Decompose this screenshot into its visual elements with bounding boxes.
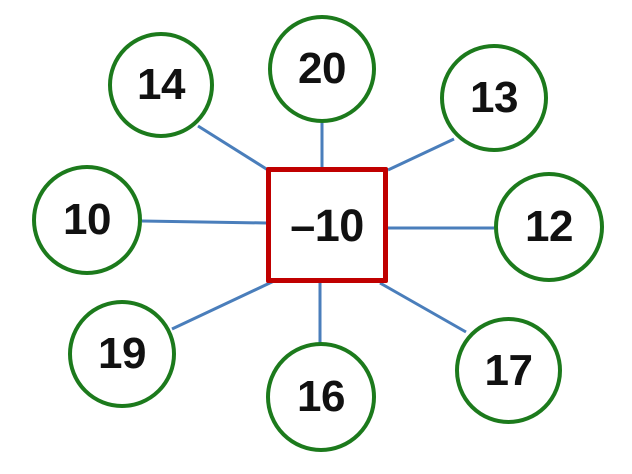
edge-center-10	[141, 219, 267, 225]
node-19[interactable]: 19	[68, 300, 176, 408]
node-13-label: 13	[470, 73, 518, 122]
node-20[interactable]: 20	[268, 15, 376, 123]
node-19-label: 19	[98, 329, 146, 378]
center-node[interactable]: –10	[266, 167, 388, 283]
node-10[interactable]: 10	[32, 165, 142, 275]
node-20-label: 20	[298, 44, 346, 93]
node-12-label: 12	[525, 202, 573, 251]
node-16-label: 16	[297, 372, 345, 421]
node-13[interactable]: 13	[440, 44, 548, 152]
node-14-label: 14	[137, 60, 185, 109]
node-14[interactable]: 14	[108, 32, 214, 138]
edge-center-19	[171, 279, 275, 331]
edge-center-17	[379, 281, 467, 334]
node-16[interactable]: 16	[266, 342, 376, 452]
edge-center-13	[387, 137, 455, 172]
node-17[interactable]: 17	[455, 317, 562, 424]
node-17-label: 17	[484, 345, 533, 395]
node-12[interactable]: 12	[494, 172, 604, 282]
center-node-label: –10	[290, 199, 364, 251]
node-10-label: 10	[63, 195, 111, 244]
edge-center-14	[197, 124, 269, 172]
